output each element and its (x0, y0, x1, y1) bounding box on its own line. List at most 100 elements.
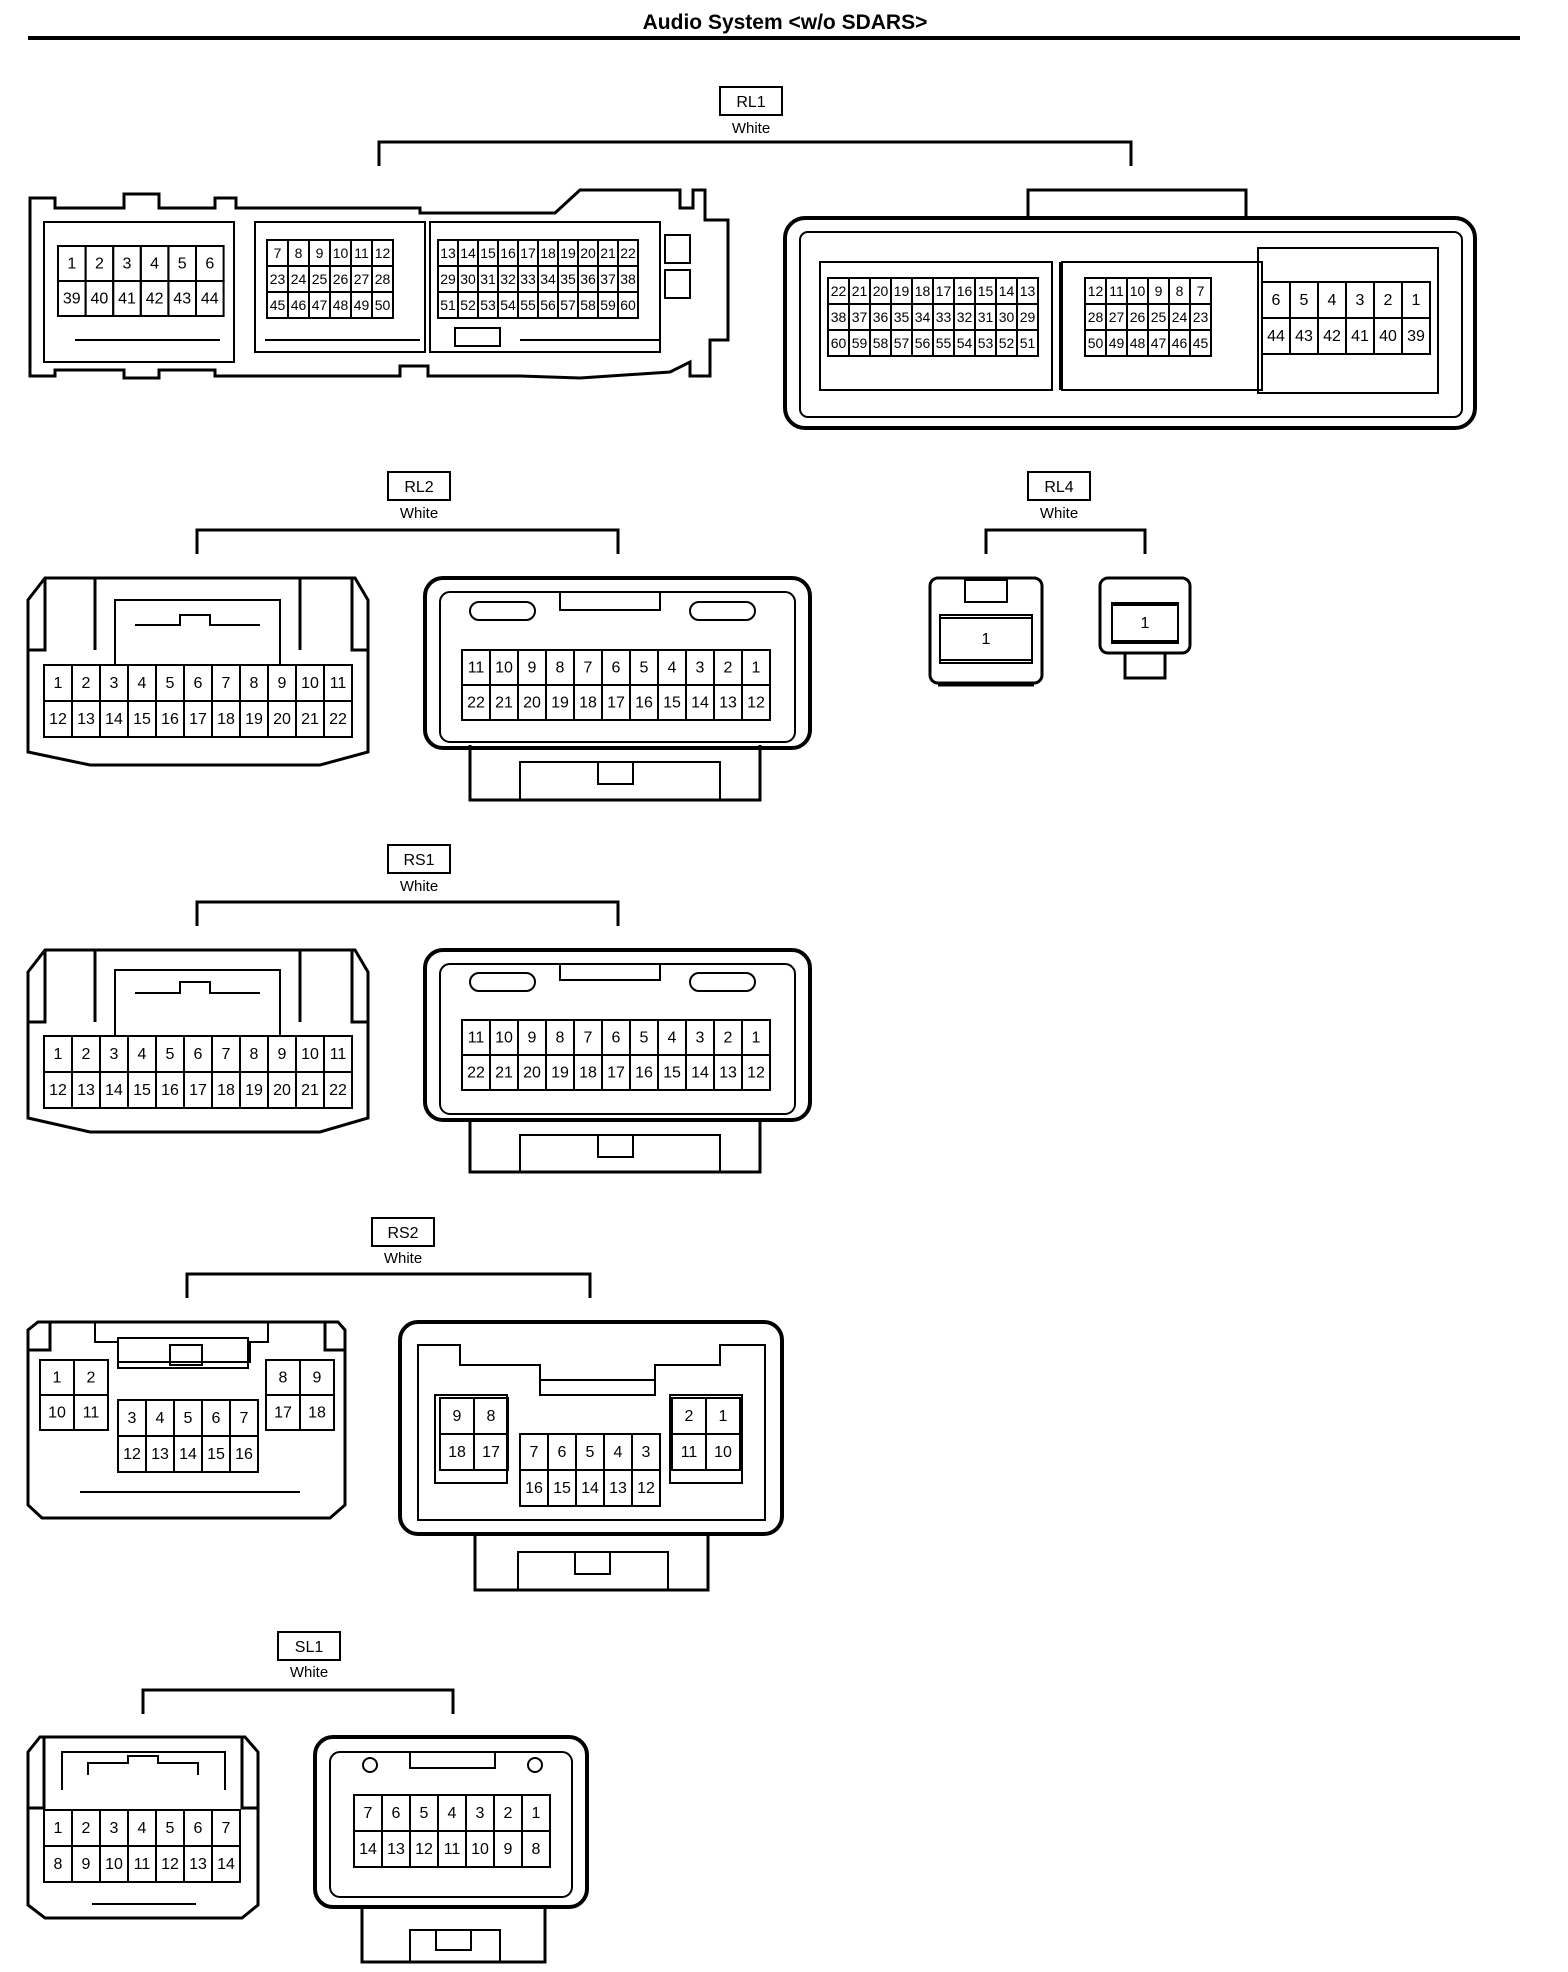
rl2-label-box (387, 471, 451, 501)
pin-number: 14 (359, 1841, 377, 1858)
pin-number: 17 (482, 1444, 500, 1461)
pin-number: 24 (1172, 309, 1188, 325)
pin-number: 8 (250, 675, 259, 692)
pin-number: 39 (1407, 328, 1425, 345)
pin-number: 44 (201, 291, 219, 308)
pin-number: 13 (387, 1841, 405, 1858)
pin-number: 18 (579, 1065, 597, 1082)
rl4-label: RL4 (1044, 479, 1073, 496)
pin-number: 6 (558, 1444, 567, 1461)
pin-number: 28 (1088, 309, 1104, 325)
pin-number: 13 (440, 245, 456, 261)
pin-number: 2 (724, 1030, 733, 1047)
pin-number: 29 (1020, 309, 1036, 325)
pin-number: 13 (77, 711, 95, 728)
pin-cell (939, 617, 1033, 661)
pin-number: 22 (620, 245, 636, 261)
rl1-color: White (732, 120, 770, 137)
pin-number: 10 (714, 1444, 732, 1461)
pin-number: 1 (54, 1046, 63, 1063)
rl4-color: White (1040, 505, 1078, 522)
pin-number: 5 (184, 1410, 193, 1427)
pin-number: 23 (270, 271, 286, 287)
pin-number: 9 (82, 1856, 91, 1873)
pin-number: 1 (752, 660, 761, 677)
pin-number: 56 (915, 335, 931, 351)
pin-cell (323, 700, 353, 738)
pin-number: 4 (138, 675, 147, 692)
pin-number: 7 (274, 245, 282, 261)
rl4-label-box (1027, 471, 1091, 501)
pin-number: 4 (614, 1444, 623, 1461)
pin-number: 27 (1109, 309, 1125, 325)
pin-number: 1 (67, 256, 76, 273)
pin-number: 42 (146, 291, 164, 308)
pin-number: 6 (212, 1410, 221, 1427)
rs2-color: White (384, 1250, 422, 1267)
pin-cell (705, 1433, 741, 1471)
pin-number: 12 (1088, 283, 1104, 299)
pin-number: 11 (330, 1046, 347, 1063)
pin-number: 11 (681, 1444, 698, 1461)
rl4-male-pin-grid: 1 (1111, 604, 1179, 642)
pin-number: 10 (301, 675, 319, 692)
pin-number: 31 (978, 309, 994, 325)
pin-number: 15 (207, 1446, 225, 1463)
pin-number: 47 (312, 297, 328, 313)
pin-number: 9 (278, 675, 287, 692)
pin-number: 26 (1130, 309, 1146, 325)
pin-number: 9 (1155, 283, 1163, 299)
pin-number: 22 (329, 711, 347, 728)
pin-number: 1 (752, 1030, 761, 1047)
pin-number: 50 (375, 297, 391, 313)
pin-number: 21 (852, 283, 868, 299)
pin-number: 8 (295, 245, 303, 261)
pin-number: 22 (831, 283, 847, 299)
pin-number: 8 (487, 1408, 496, 1425)
pin-number: 46 (1172, 335, 1188, 351)
pin-number: 29 (440, 271, 456, 287)
pin-number: 44 (1267, 328, 1285, 345)
pin-number: 39 (63, 291, 81, 308)
pin-number: 51 (440, 297, 456, 313)
pin-number: 45 (270, 297, 286, 313)
rl2-label: RL2 (404, 479, 433, 496)
pin-number: 8 (250, 1046, 259, 1063)
pin-number: 15 (978, 283, 994, 299)
pin-number: 32 (957, 309, 973, 325)
pin-number: 8 (1176, 283, 1184, 299)
pin-number: 10 (48, 1405, 66, 1422)
pin-number: 5 (166, 675, 175, 692)
pin-cell (1111, 604, 1179, 642)
pin-number: 9 (313, 1370, 322, 1387)
pin-number: 4 (138, 1046, 147, 1063)
pin-number: 1 (982, 631, 991, 648)
pin-number: 13 (609, 1480, 627, 1497)
pin-number: 15 (663, 695, 681, 712)
pin-number: 46 (291, 297, 307, 313)
rl2-color: White (400, 505, 438, 522)
pin-number: 9 (278, 1046, 287, 1063)
pin-number: 18 (915, 283, 931, 299)
pin-number: 3 (696, 1030, 705, 1047)
page-title: Audio System <w/o SDARS> (643, 11, 928, 34)
pin-number: 19 (894, 283, 910, 299)
pin-number: 48 (333, 297, 349, 313)
pin-number: 14 (217, 1856, 235, 1873)
rl4-bracket (984, 528, 1147, 554)
pin-number: 11 (354, 245, 369, 261)
pin-number: 15 (133, 711, 151, 728)
pin-number: 19 (245, 1082, 263, 1099)
pin-number: 36 (580, 271, 596, 287)
pin-number: 4 (156, 1410, 165, 1427)
pin-number: 1 (1141, 615, 1150, 632)
pin-number: 2 (87, 1370, 96, 1387)
pin-number: 5 (166, 1046, 175, 1063)
rs2-female-housing (26, 1320, 347, 1520)
